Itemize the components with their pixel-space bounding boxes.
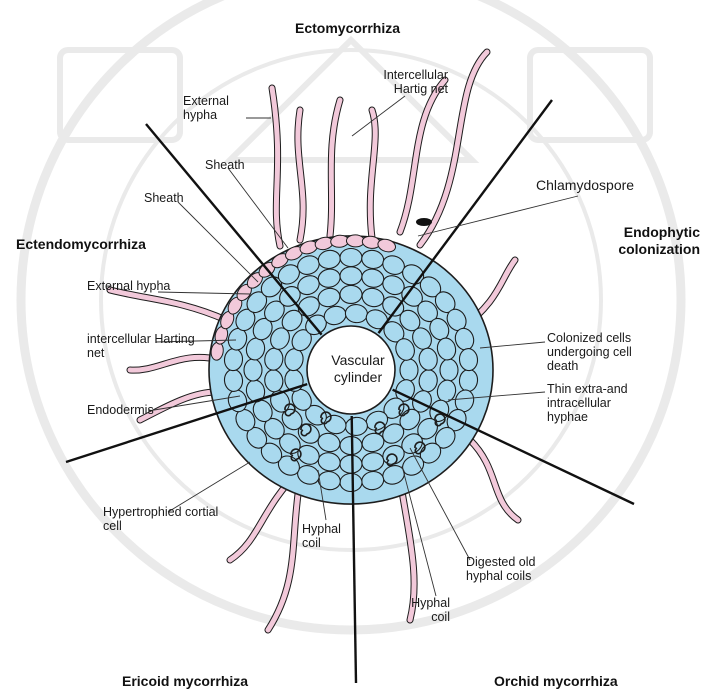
label-external-hypha-left: External hypha	[87, 279, 170, 293]
label-hyphal-coil-left: Hyphal coil	[302, 522, 352, 550]
label-thin-hyphae: Thin extra-and intracellular hyphae	[547, 382, 647, 424]
label-sheath-top: Sheath	[205, 158, 245, 172]
label-intercellular-hartig-net: Intercellular Hartig net	[364, 68, 448, 96]
vascular-cylinder-label: Vascular cylinder	[318, 352, 398, 386]
heading-ectendomycorrhiza: Ectendomycorrhiza	[16, 236, 146, 252]
cortical-cell	[340, 474, 362, 492]
label-digested-old-hyphal-coils: Digested old hyphal coils	[466, 555, 566, 583]
external-hypha-fill	[298, 110, 303, 240]
external-hypha-fill	[370, 110, 375, 238]
external-hypha-fill	[470, 440, 518, 520]
cortical-cell	[340, 285, 362, 303]
label-hyphal-coil-right: Hyphal coil	[398, 596, 450, 624]
label-colonized-cells: Colonized cells undergoing cell death	[547, 331, 645, 373]
chlamydospore	[416, 218, 432, 226]
heading-endophytic-colonization: Endophytic colonization	[600, 224, 700, 258]
leader-line	[178, 202, 258, 282]
cortical-cell	[440, 359, 458, 381]
cortical-cell	[340, 455, 362, 473]
heading-ericoid-mycorrhiza: Ericoid mycorrhiza	[122, 673, 248, 689]
label-endodermis: Endodermis	[87, 403, 154, 417]
chlamydospore-mark	[416, 218, 432, 226]
heading-orchid-mycorrhiza: Orchid mycorrhiza	[494, 673, 618, 689]
cortical-cell	[400, 359, 418, 381]
cortical-cell	[340, 249, 362, 267]
cortical-cell	[244, 359, 262, 381]
label-intercellular-harting-net: intercellular Harting net	[87, 332, 199, 360]
label-sheath-left: Sheath	[144, 191, 184, 205]
heading-ectomycorrhiza: Ectomycorrhiza	[295, 20, 400, 36]
label-external-hypha-top: External hypha	[183, 94, 245, 122]
cortical-cell	[340, 267, 362, 285]
label-chlamydospore: Chlamydospore	[536, 178, 634, 192]
label-hypertrophied-cortical-cell: Hypertrophied cortial cell	[103, 505, 223, 533]
